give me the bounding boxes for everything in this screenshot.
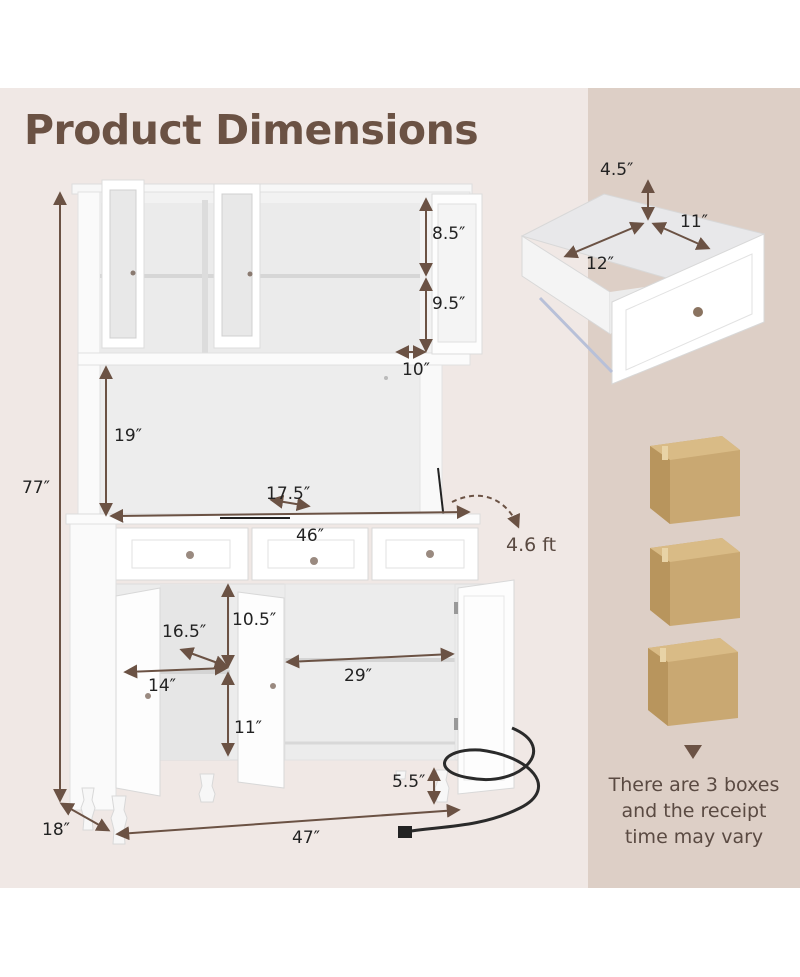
label-depth: 18″ xyxy=(42,820,70,840)
label-drawer-depth: 11″ xyxy=(680,212,708,232)
triangle-down-icon xyxy=(684,745,702,759)
shipping-boxes xyxy=(648,436,740,726)
plug-icon xyxy=(398,826,412,838)
upper-hutch xyxy=(71,179,483,523)
box-icon xyxy=(650,436,740,524)
label-upper-shelf-2: 9.5″ xyxy=(432,294,466,314)
right-upper-door xyxy=(431,193,483,355)
cabinet-illustration xyxy=(53,179,766,845)
label-counter-depth: 17.5″ xyxy=(266,484,311,504)
lower-door-left xyxy=(115,587,161,797)
label-side-lower-height: 11″ xyxy=(234,718,262,738)
hutch-opening xyxy=(99,364,445,521)
dimension-arrows xyxy=(53,191,521,841)
lower-door-right xyxy=(454,579,515,795)
page-title: Product Dimensions xyxy=(24,106,479,154)
product-dimension-graphic: Product Dimensions xyxy=(0,88,800,888)
label-total-width: 47″ xyxy=(292,828,320,848)
label-drawer-width: 12″ xyxy=(586,254,614,274)
label-cord-length: 4.6 ft xyxy=(506,534,557,556)
label-total-height: 77″ xyxy=(22,478,50,498)
label-drawer-height: 4.5″ xyxy=(600,160,634,180)
label-side-upper-height: 10.5″ xyxy=(232,610,277,630)
glass-door-left xyxy=(101,179,145,349)
label-side-width: 14″ xyxy=(148,676,176,696)
lower-door-center-left xyxy=(237,591,285,789)
box-icon xyxy=(650,538,740,626)
drawer-row xyxy=(113,527,479,581)
glass-door-center xyxy=(213,183,261,349)
label-upper-shelf-1: 8.5″ xyxy=(432,224,466,244)
label-counter-width: 46″ xyxy=(296,526,324,546)
shipping-note: There are 3 boxes and the receipt time m… xyxy=(608,774,780,848)
box-icon xyxy=(648,638,738,726)
drawer-detail xyxy=(520,179,766,385)
label-leg-height: 5.5″ xyxy=(392,772,426,792)
label-upper-depth: 10″ xyxy=(402,360,430,380)
label-hutch-height: 19″ xyxy=(114,426,142,446)
label-side-depth: 16.5″ xyxy=(162,622,207,642)
label-center-width: 29″ xyxy=(344,666,372,686)
